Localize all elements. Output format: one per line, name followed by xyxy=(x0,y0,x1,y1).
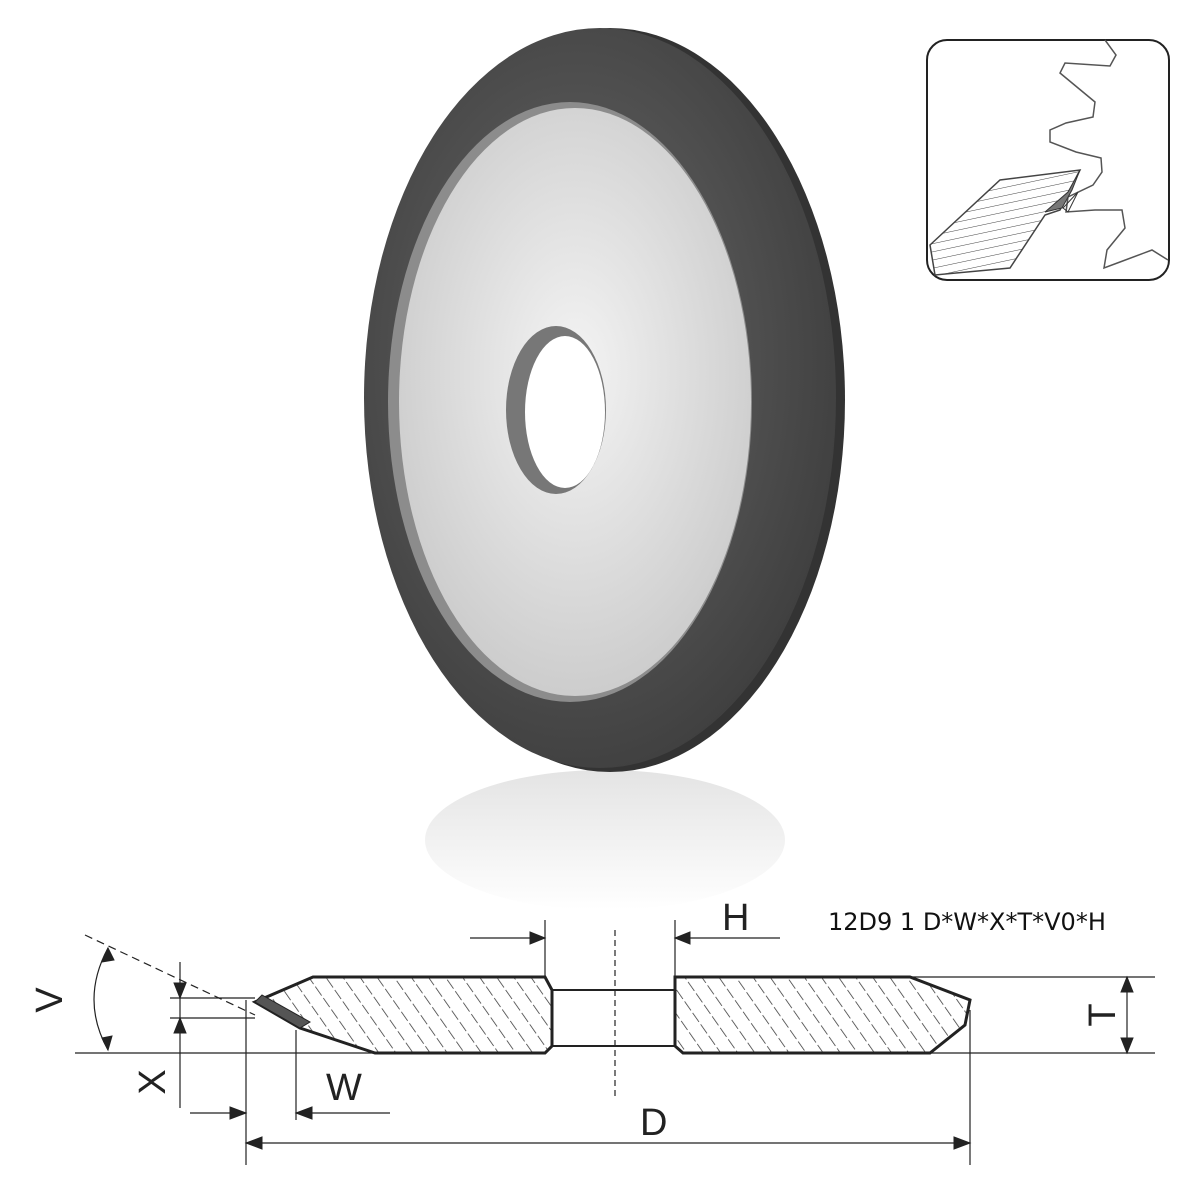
grinding-wheel xyxy=(364,28,845,772)
wheel-reflection xyxy=(425,770,785,910)
spec-code: 12D9 1 D*W*X*T*V0*H xyxy=(828,908,1106,936)
label-h: H xyxy=(722,897,749,939)
label-t: T xyxy=(1082,1003,1124,1026)
dimension-labels: V X W D H T xyxy=(29,897,1124,1144)
application-inset xyxy=(926,39,1170,281)
label-v: V xyxy=(29,987,71,1013)
profile-drawing xyxy=(75,920,1155,1165)
label-w: W xyxy=(326,1067,362,1109)
label-x: X xyxy=(132,1069,174,1094)
label-d: D xyxy=(640,1102,667,1144)
